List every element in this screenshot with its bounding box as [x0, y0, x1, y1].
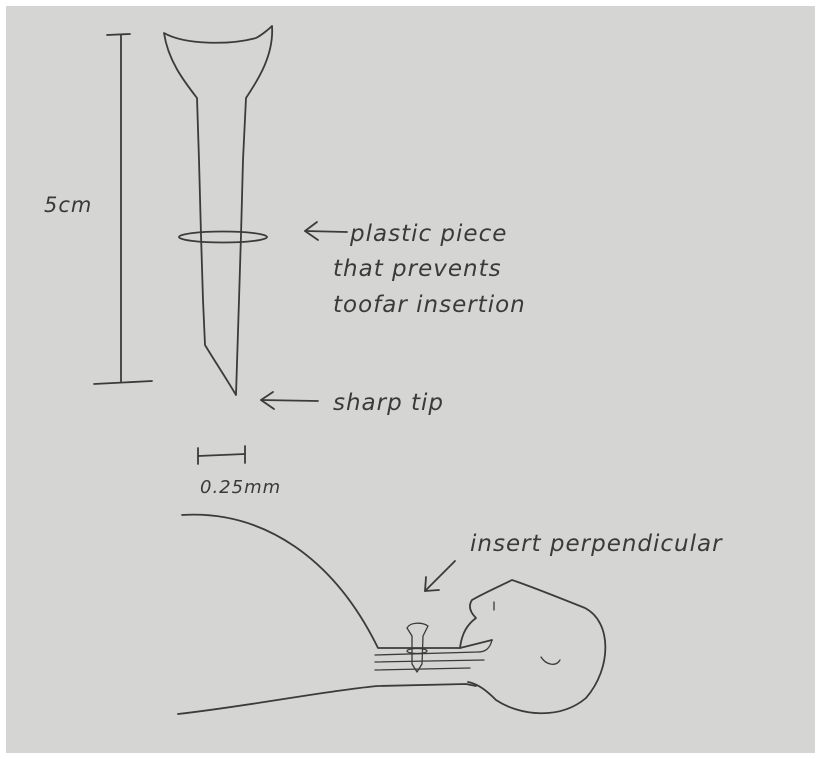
stopper-label-line3: toofar insertion: [333, 292, 526, 318]
length-label: 5cm: [44, 193, 92, 217]
stopper-label-line1: plastic piece: [349, 221, 507, 247]
stopper-label-line2: that prevents: [333, 256, 502, 282]
tip-label: sharp tip: [333, 390, 444, 416]
width-label: 0.25mm: [200, 477, 281, 498]
insert-label: insert perpendicular: [470, 531, 723, 557]
paper-shadow: [6, 6, 815, 753]
